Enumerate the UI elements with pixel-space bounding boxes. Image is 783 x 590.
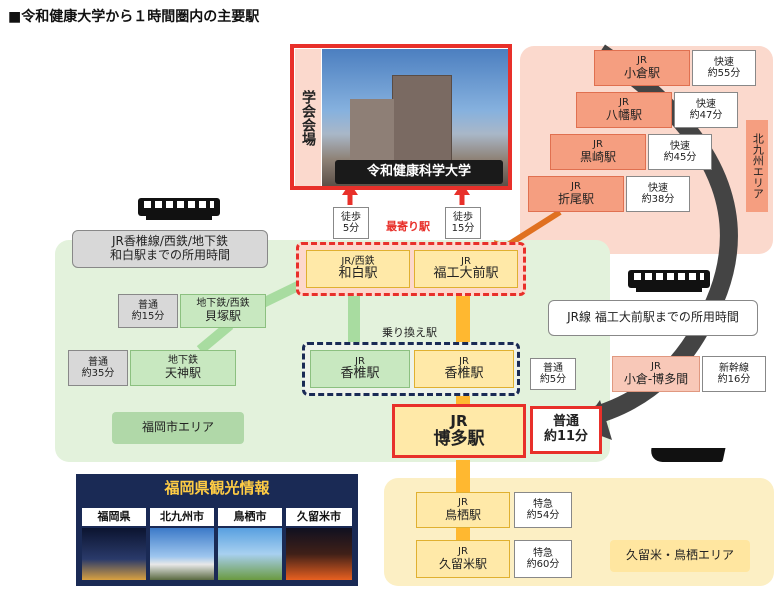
fukko-walk-time: 徒歩 15分 — [445, 207, 481, 239]
transfer-label: 乗り換え駅 — [382, 326, 437, 339]
fukuoka-time-note: JR香椎線/西鉄/地下鉄 和白駅までの所用時間 — [72, 230, 268, 268]
tourism-photo-tosu — [218, 528, 282, 580]
kaizuka-time: 普通 約15分 — [118, 294, 178, 328]
tourism-tab-kitakyushu[interactable]: 北九州市 — [150, 508, 214, 526]
wajiro-walk-time: 徒歩 5分 — [333, 207, 369, 239]
station-kaizuka[interactable]: 地下鉄/西鉄 貝塚駅 — [180, 294, 266, 328]
station-kurosaki-name: 黒崎駅 — [579, 149, 616, 164]
station-kaizuka-line: 地下鉄/西鉄 — [196, 298, 250, 310]
tourism-tab-fukuoka[interactable]: 福岡県 — [82, 508, 146, 526]
kokura-hakata-name: 小倉-博多間 — [623, 371, 689, 386]
tourism-title: 福岡県観光情報 — [164, 479, 270, 498]
tourism-photo-kitakyushu — [150, 528, 214, 580]
station-kurosaki[interactable]: JR 黒崎駅 — [550, 134, 646, 170]
station-orio-name: 折尾駅 — [557, 191, 594, 206]
station-kurosaki-line: JR — [593, 139, 603, 151]
venue-label-text: 学会会場 — [300, 89, 317, 146]
tourism-tab-tosu[interactable]: 鳥栖市 — [218, 508, 282, 526]
station-tosu[interactable]: JR 鳥栖駅 — [416, 492, 510, 528]
station-kokura-line: JR — [637, 55, 647, 67]
station-kashii-yellow-line: JR — [459, 355, 469, 367]
orio-time: 快速 約38分 — [626, 176, 690, 212]
yahata-time: 快速 約47分 — [674, 92, 738, 128]
station-kokura-name: 小倉駅 — [623, 65, 660, 80]
fukuoka-area-label: 福岡市エリア — [112, 412, 244, 444]
station-kashii-green[interactable]: JR 香椎駅 — [310, 350, 410, 388]
university-name: 令和健康科学大学 — [335, 160, 503, 184]
station-tosu-name: 鳥栖駅 — [444, 507, 481, 522]
building-shape-2 — [350, 99, 394, 165]
kurosaki-time: 快速 約45分 — [648, 134, 712, 170]
station-tenjin-line: 地下鉄 — [168, 355, 198, 367]
tourism-photo-fukuoka — [82, 528, 146, 580]
station-kashii-green-name: 香椎駅 — [340, 366, 380, 382]
tourism-banner[interactable]: 福岡県観光情報 福岡県 北九州市 鳥栖市 久留米市 — [76, 474, 358, 586]
hakata-time: 普通 約11分 — [530, 406, 602, 454]
station-kashii-yellow[interactable]: JR 香椎駅 — [414, 350, 514, 388]
tenjin-time: 普通 約35分 — [68, 350, 128, 386]
shinkansen-train-icon — [648, 448, 726, 462]
station-fukko-line: JR — [461, 255, 471, 267]
station-fukko-name: 福工大前駅 — [433, 266, 499, 282]
station-tosu-line: JR — [458, 497, 468, 509]
kokura-hakata-line: JR — [651, 361, 661, 373]
station-yahata[interactable]: JR 八幡駅 — [576, 92, 672, 128]
kokura-time: 快速 約55分 — [692, 50, 756, 86]
station-tenjin-name: 天神駅 — [164, 365, 201, 380]
station-kokura[interactable]: JR 小倉駅 — [594, 50, 690, 86]
station-hakata-name: 博多駅 — [433, 428, 485, 449]
station-tenjin[interactable]: 地下鉄 天神駅 — [130, 350, 236, 386]
station-wajiro-line: JR/西鉄 — [341, 255, 375, 267]
station-kashii-yellow-name: 香椎駅 — [444, 366, 484, 382]
building-shape — [392, 75, 452, 165]
train-icon-right — [628, 264, 710, 294]
nearest-label: 最寄り駅 — [386, 220, 430, 233]
station-kurume-line: JR — [458, 546, 468, 558]
station-hakata[interactable]: JR 博多駅 — [392, 404, 526, 458]
venue-label: 学会会場 — [295, 49, 321, 186]
kashii-time: 普通 約5分 — [530, 358, 576, 390]
kurume-time: 特急 約60分 — [514, 540, 572, 578]
station-kokura-hakata[interactable]: JR 小倉-博多間 — [612, 356, 700, 392]
tourism-photo-kurume — [286, 528, 352, 580]
station-hakata-line: JR — [450, 411, 468, 430]
tosu-time: 特急 約54分 — [514, 492, 572, 528]
shinkansen-time: 新幹線 約16分 — [702, 356, 766, 392]
kitakyushu-area-label: 北九州エリア — [746, 120, 768, 212]
station-yahata-name: 八幡駅 — [605, 107, 642, 122]
station-kaizuka-name: 貝塚駅 — [204, 308, 241, 323]
station-kurume-name: 久留米駅 — [438, 556, 487, 571]
page-title: ■令和健康大学から１時間圏内の主要駅 — [8, 9, 260, 25]
jr-time-note: JR線 福工大前駅までの所用時間 — [548, 300, 758, 336]
tourism-tab-kurume[interactable]: 久留米市 — [286, 508, 352, 526]
station-yahata-line: JR — [619, 97, 629, 109]
station-wajiro-name: 和白駅 — [338, 266, 378, 282]
station-orio[interactable]: JR 折尾駅 — [528, 176, 624, 212]
kurume-area-label: 久留米・鳥栖エリア — [610, 540, 750, 572]
university-name-text: 令和健康科学大学 — [366, 163, 471, 179]
station-orio-line: JR — [571, 181, 581, 193]
station-kurume[interactable]: JR 久留米駅 — [416, 540, 510, 578]
train-icon-left — [138, 192, 220, 222]
station-kashii-green-line: JR — [355, 355, 365, 367]
station-fukko[interactable]: JR 福工大前駅 — [414, 250, 518, 288]
station-wajiro[interactable]: JR/西鉄 和白駅 — [306, 250, 410, 288]
